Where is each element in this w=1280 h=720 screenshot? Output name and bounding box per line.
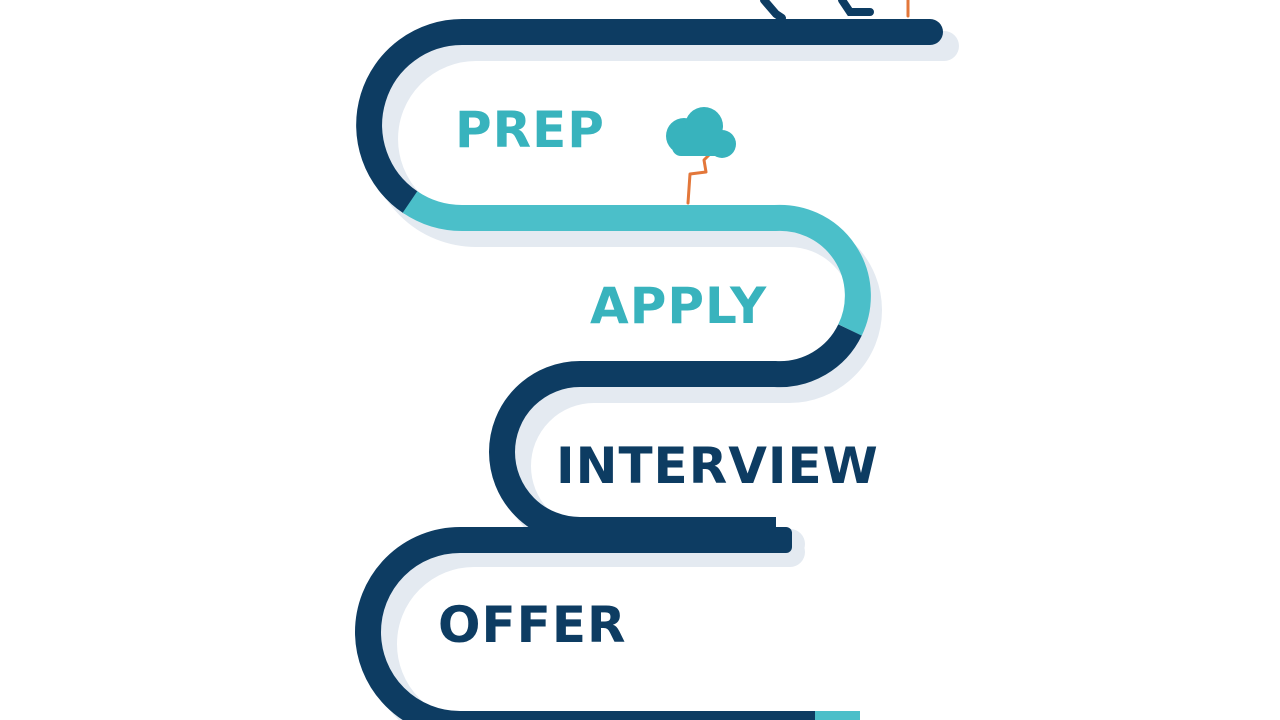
road-segment-apply — [402, 190, 871, 336]
road-end-cap — [768, 527, 792, 553]
step-label-prep: PREP — [455, 101, 605, 159]
road-segment-prep-top — [356, 19, 943, 215]
step-label-apply: APPLY — [590, 277, 767, 335]
person-walking-icon — [760, 0, 910, 22]
step-label-offer: OFFER — [438, 596, 626, 654]
road-segment-interview — [489, 323, 862, 543]
tree-icon — [666, 107, 736, 205]
step-label-interview: INTERVIEW — [556, 437, 879, 495]
road-segment-offer — [355, 527, 815, 720]
